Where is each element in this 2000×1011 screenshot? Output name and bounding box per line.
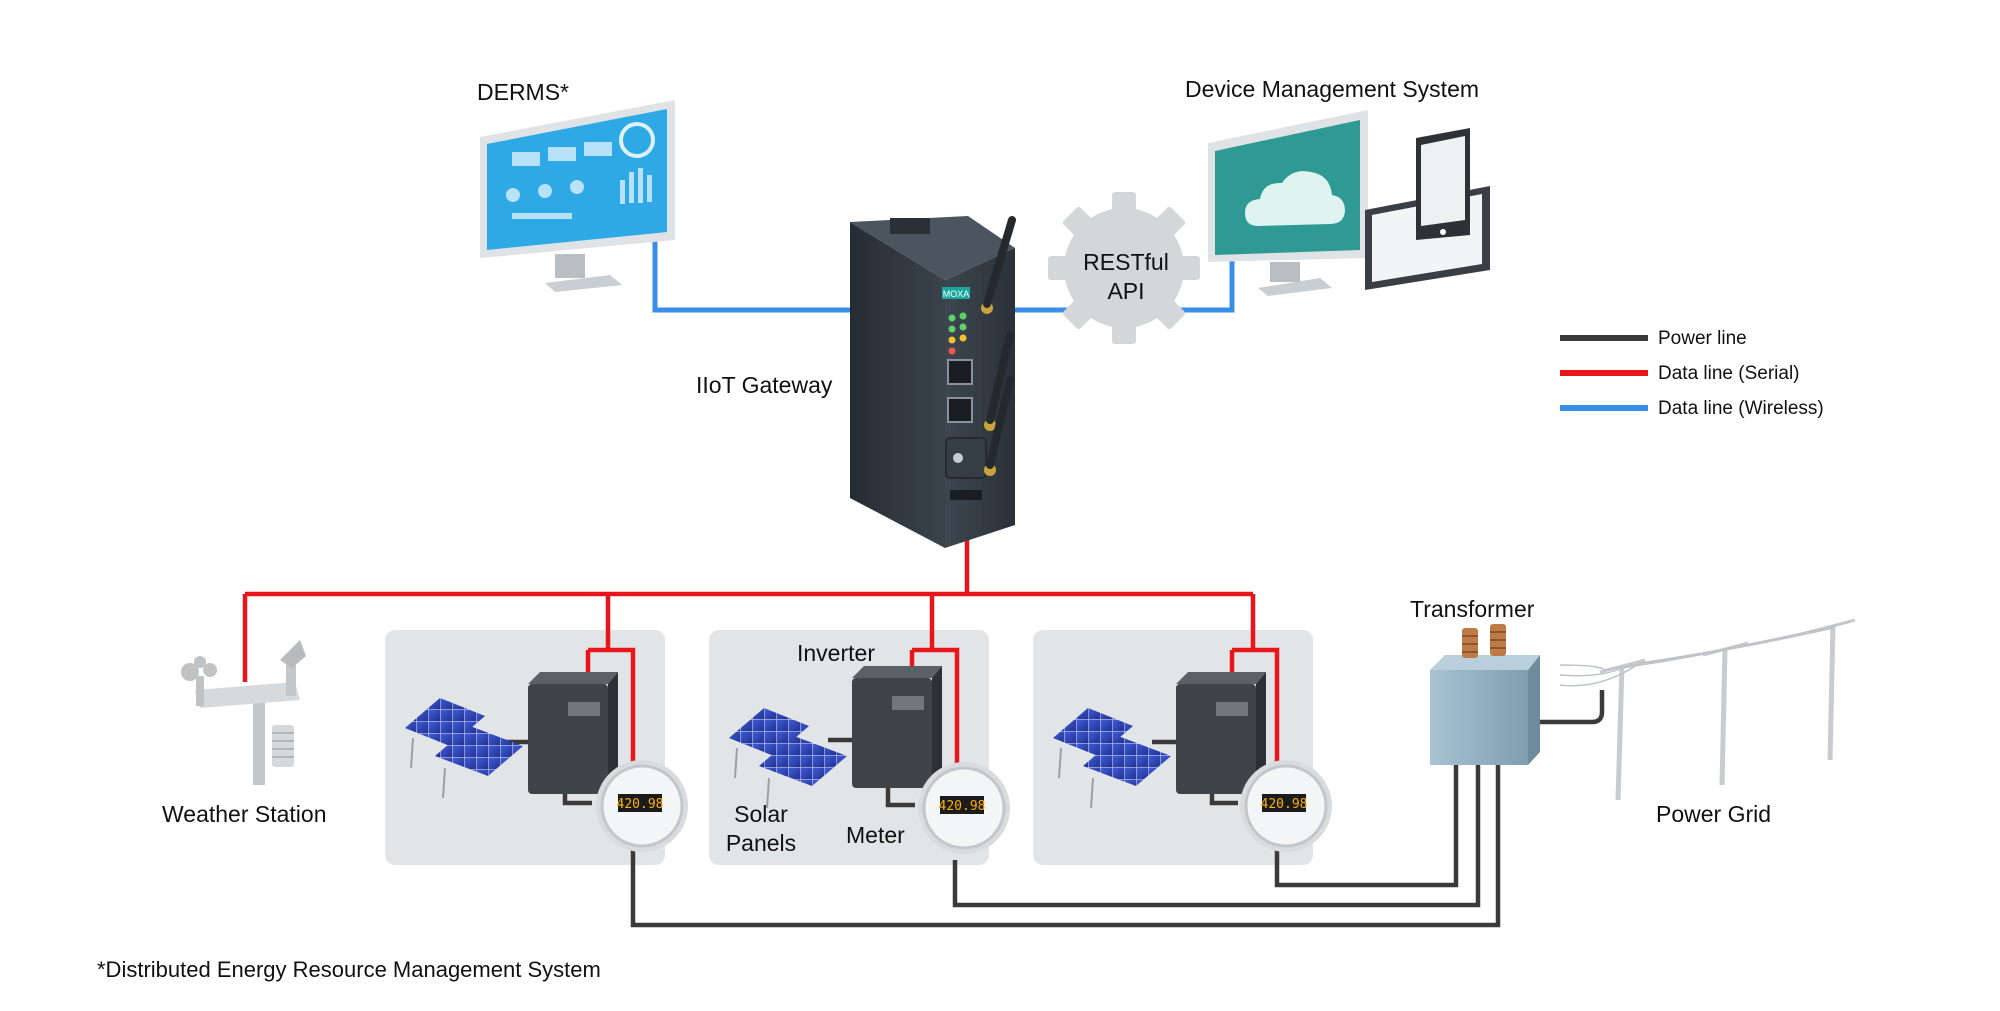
power-meter-3-trafo — [1274, 763, 1459, 888]
weather-station-label: Weather Station — [162, 801, 327, 827]
phone-icon — [1416, 128, 1470, 240]
power-lines — [505, 690, 1605, 928]
legend-item-serial: Data line (Serial) — [1560, 363, 1800, 384]
cloud-icon — [1245, 171, 1345, 226]
transformer-label: Transformer — [1410, 596, 1535, 622]
solar-panel-icon — [405, 698, 1171, 809]
legend-item-wireless: Data line (Wireless) — [1560, 398, 1824, 419]
derms-label: DERMS* — [477, 79, 569, 105]
meter-reading-1: 420.98 — [617, 797, 664, 812]
device-management-label: Device Management System — [1185, 76, 1479, 102]
gateway-label: IIoT Gateway — [696, 372, 833, 398]
gateway-device-icon: MOXA — [850, 216, 1016, 548]
legend: Power line Data line (Serial) Data line … — [1560, 328, 1824, 419]
ethernet-port-2 — [947, 397, 973, 423]
solar-panels-label-line-1: Solar — [734, 801, 788, 827]
gear-icon — [1048, 192, 1200, 344]
ethernet-port-1 — [947, 359, 973, 385]
meter-reading-3: 420.98 — [1261, 797, 1308, 812]
inverter-label: Inverter — [797, 640, 875, 666]
legend-label-wireless: Data line (Wireless) — [1658, 398, 1824, 419]
weather-station-icon — [181, 640, 306, 785]
api-label-line-1: RESTful — [1083, 249, 1169, 275]
power-pole-icon — [1559, 618, 1856, 801]
device-management-monitor-icon — [1208, 110, 1368, 296]
wireless-line-derms — [652, 225, 850, 313]
footnote: *Distributed Energy Resource Management … — [97, 957, 601, 982]
meter-reading-2: 420.98 — [939, 799, 986, 814]
power-trafo-grid — [1525, 690, 1605, 725]
gateway-brand-text: MOXA — [943, 289, 970, 299]
legend-item-power: Power line — [1560, 328, 1747, 349]
labels: DERMS* Device Management System RESTful … — [97, 76, 1771, 982]
api-label-line-2: API — [1107, 278, 1144, 304]
transformer-icon — [1430, 624, 1540, 765]
status-leds — [948, 312, 967, 355]
power-grid-label: Power Grid — [1656, 801, 1771, 827]
meter-label: Meter — [846, 822, 905, 848]
legend-label-serial: Data line (Serial) — [1658, 363, 1800, 384]
serial-lines — [242, 528, 1280, 795]
inverter-icon — [528, 666, 1266, 794]
power-meter-1-trafo — [630, 763, 1501, 928]
power-meter-2-trafo — [952, 763, 1481, 908]
solar-panels-label-line-2: Panels — [726, 830, 796, 856]
legend-label-power: Power line — [1658, 328, 1747, 349]
derms-monitor-icon — [480, 100, 675, 292]
meter-icon: 420.98 420.98 420.98 — [596, 760, 1332, 854]
antenna-icon — [981, 216, 1016, 476]
